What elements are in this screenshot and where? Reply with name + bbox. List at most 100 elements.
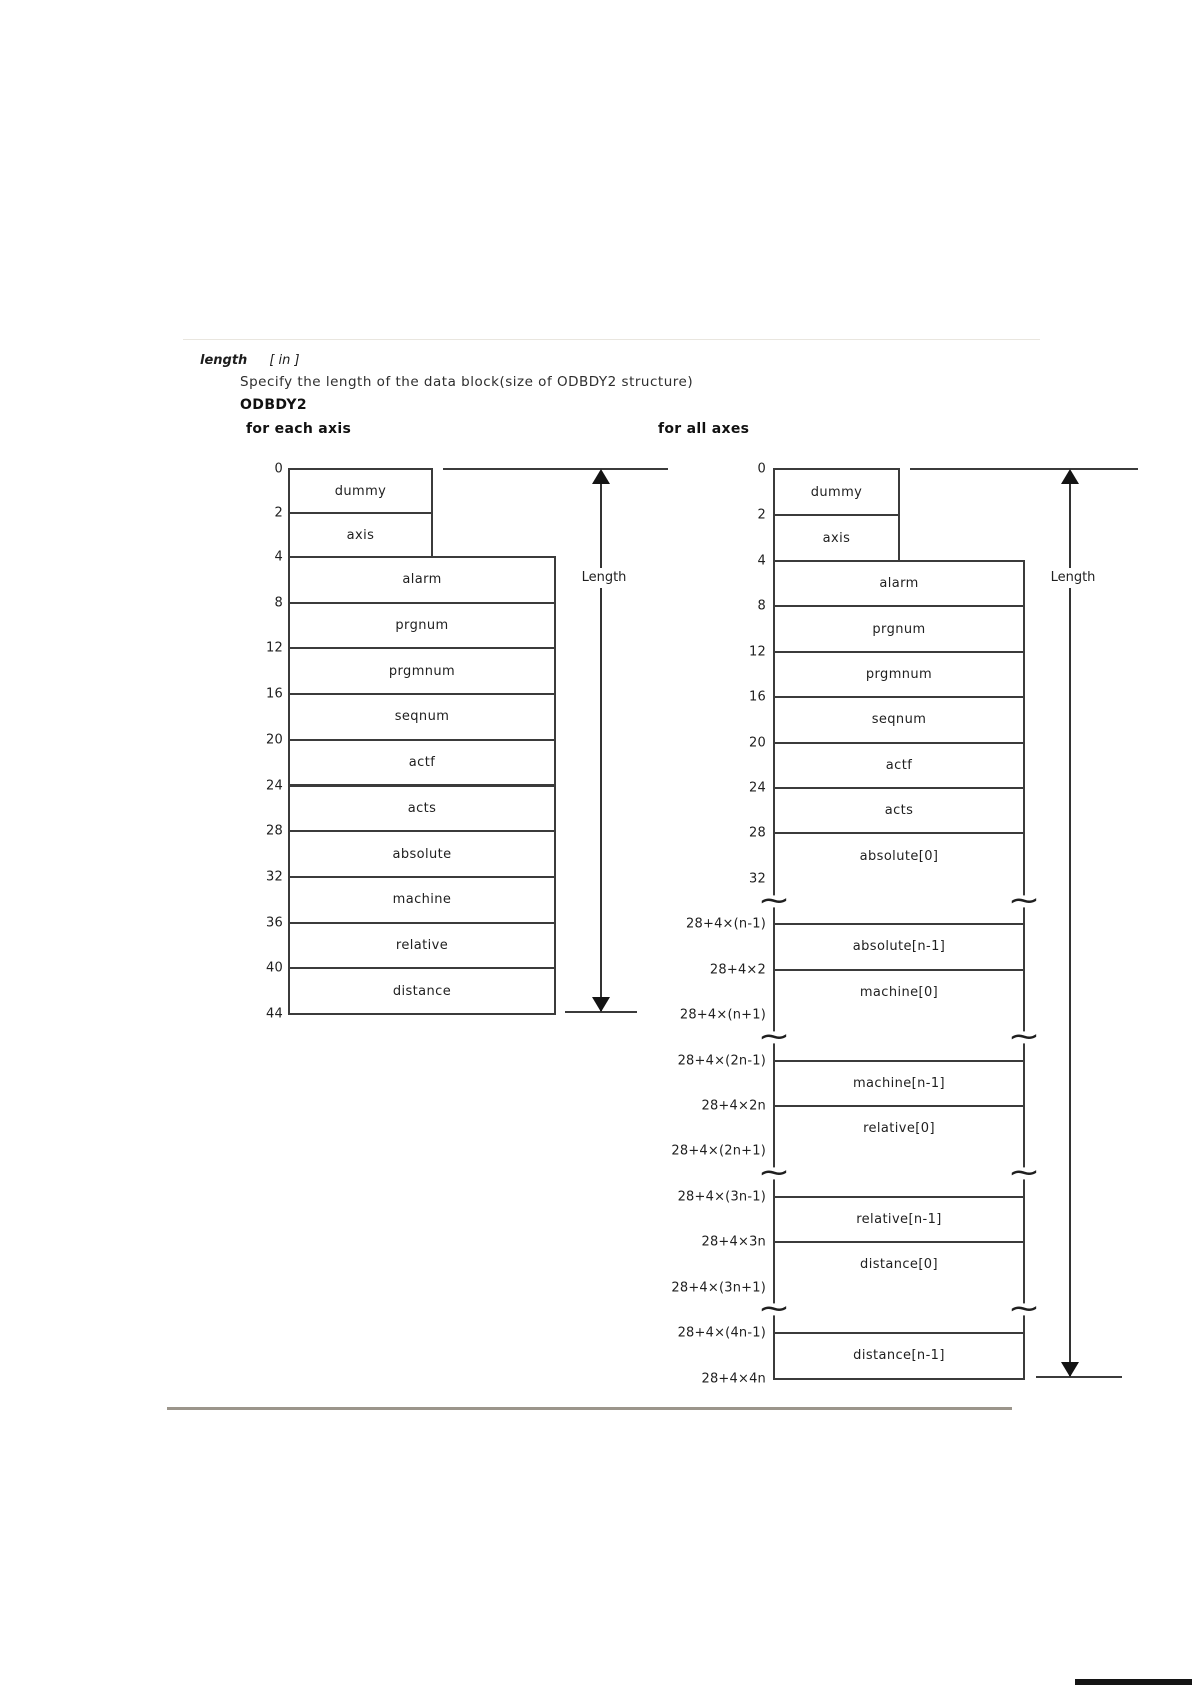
- left-length-arrow-line: [600, 471, 602, 1011]
- field-cell: alarm: [773, 560, 1025, 608]
- field-cell: relative[n-1]: [773, 1195, 1025, 1244]
- break-tilde-icon: ~: [757, 1291, 791, 1327]
- field-cell: prgmnum: [773, 650, 1025, 699]
- offset-label: 0: [274, 461, 283, 477]
- field-label: actf: [408, 755, 436, 771]
- offset-label: 28+4×2n: [701, 1098, 766, 1114]
- break-tilde-icon: ~: [1007, 1019, 1041, 1055]
- field-cell: machine[n-1]: [773, 1059, 1025, 1107]
- right-length-label: Length: [1039, 568, 1107, 588]
- offset-label: 24: [749, 780, 766, 796]
- break-tilde-icon: ~: [757, 1019, 791, 1055]
- right-arrow-up-icon: [1061, 469, 1079, 484]
- offset-label: 8: [274, 595, 283, 611]
- field-cell: axis: [773, 514, 900, 562]
- field-cell: distance[0]: [773, 1241, 1025, 1289]
- break-gap: ~~: [757, 1286, 1041, 1335]
- param-inout-tag: [ in ]: [269, 353, 300, 368]
- field-cell: seqnum: [288, 693, 556, 741]
- offset-label: 28+4×(2n+1): [671, 1143, 766, 1159]
- offset-label: 16: [266, 686, 283, 702]
- right-bottom-tick-line: [1036, 1376, 1122, 1378]
- field-label: distance[0]: [860, 1257, 938, 1273]
- field-cell: prgnum: [288, 601, 556, 650]
- offset-label: 28+4×(2n-1): [677, 1053, 766, 1069]
- field-label: relative[n-1]: [856, 1212, 942, 1228]
- offset-label: 24: [266, 778, 283, 793]
- offset-label: 28+4×2: [709, 962, 766, 978]
- field-label: alarm: [402, 572, 442, 588]
- offset-label: 28+4×(n-1): [686, 916, 766, 932]
- field-cell: acts: [288, 784, 556, 833]
- break-tilde-icon: ~: [1007, 882, 1041, 918]
- left-arrow-up-icon: [592, 469, 610, 484]
- field-cell: prgnum: [773, 605, 1025, 653]
- param-name: length: [200, 353, 248, 368]
- field-label: absolute[n-1]: [852, 939, 946, 955]
- left-length-label: Length: [570, 568, 638, 588]
- top-divider: [183, 339, 1040, 340]
- field-label: distance: [392, 983, 452, 999]
- field-cell: acts: [773, 787, 1025, 835]
- field-label: seqnum: [871, 712, 927, 728]
- each-axis-title: for each axis: [246, 421, 352, 437]
- offset-label: 28: [749, 825, 766, 841]
- field-cell: absolute[n-1]: [773, 923, 1025, 971]
- offset-label: 28+4×(3n+1): [671, 1280, 766, 1296]
- field-label: absolute: [392, 846, 452, 862]
- left-top-tick-line: [443, 468, 668, 470]
- field-cell: absolute[0]: [773, 832, 1025, 880]
- field-cell: absolute: [288, 830, 556, 878]
- offset-label: 0: [757, 461, 766, 477]
- offset-label: 4: [757, 553, 766, 569]
- field-cell: dummy: [773, 468, 900, 516]
- field-label: axis: [346, 527, 375, 543]
- param-line: length [ in ]: [200, 353, 300, 368]
- field-label: machine[0]: [859, 984, 939, 1000]
- field-cell: machine[0]: [773, 968, 1025, 1017]
- field-label: prgmnum: [388, 663, 456, 679]
- break-gap: ~~: [757, 1150, 1041, 1198]
- right-length-arrow-line: [1069, 471, 1071, 1376]
- left-arrow-down-icon: [592, 997, 610, 1012]
- field-label: machine[n-1]: [852, 1075, 945, 1091]
- offset-label: 44: [266, 1006, 283, 1022]
- field-label: alarm: [879, 576, 919, 592]
- offset-label: 4: [274, 549, 283, 565]
- field-label: dummy: [810, 484, 863, 500]
- struct-name: ODBDY2: [240, 397, 308, 413]
- right-top-tick-line: [910, 468, 1138, 470]
- field-label: prgmnum: [865, 666, 933, 682]
- field-label: axis: [822, 530, 851, 546]
- offset-label: 28+4×3n: [701, 1234, 766, 1250]
- break-tilde-icon: ~: [1007, 1155, 1041, 1191]
- break-gap: ~~: [757, 1014, 1041, 1062]
- field-cell: alarm: [288, 556, 556, 604]
- param-description: Specify the length of the data block(siz…: [240, 374, 694, 390]
- field-cell: actf: [288, 738, 556, 787]
- field-label: relative: [395, 937, 449, 953]
- field-label: prgnum: [872, 621, 926, 637]
- break-gap: ~~: [757, 877, 1041, 926]
- field-label: seqnum: [394, 709, 450, 725]
- all-axes-title: for all axes: [658, 421, 750, 437]
- offset-label: 28+4×(n+1): [679, 1007, 766, 1023]
- offset-label: 16: [749, 689, 766, 705]
- offset-label: 28+4×(3n-1): [677, 1189, 766, 1205]
- field-cell: prgmnum: [288, 647, 556, 696]
- offset-label: 32: [266, 869, 283, 885]
- offset-label: 40: [266, 960, 283, 976]
- offset-label: 20: [266, 732, 283, 748]
- offset-label: 32: [749, 871, 766, 887]
- right-arrow-down-icon: [1061, 1362, 1079, 1377]
- offset-label: 28+4×(4n-1): [677, 1325, 766, 1341]
- offset-label: 2: [274, 505, 283, 521]
- field-label: actf: [885, 757, 913, 773]
- offset-label: 12: [266, 640, 283, 656]
- offset-label: 12: [749, 644, 766, 660]
- field-cell: relative: [288, 921, 556, 970]
- offset-label: 20: [749, 735, 766, 751]
- break-tilde-icon: ~: [757, 1155, 791, 1191]
- field-cell: relative[0]: [773, 1105, 1025, 1153]
- break-tilde-icon: ~: [1007, 1291, 1041, 1327]
